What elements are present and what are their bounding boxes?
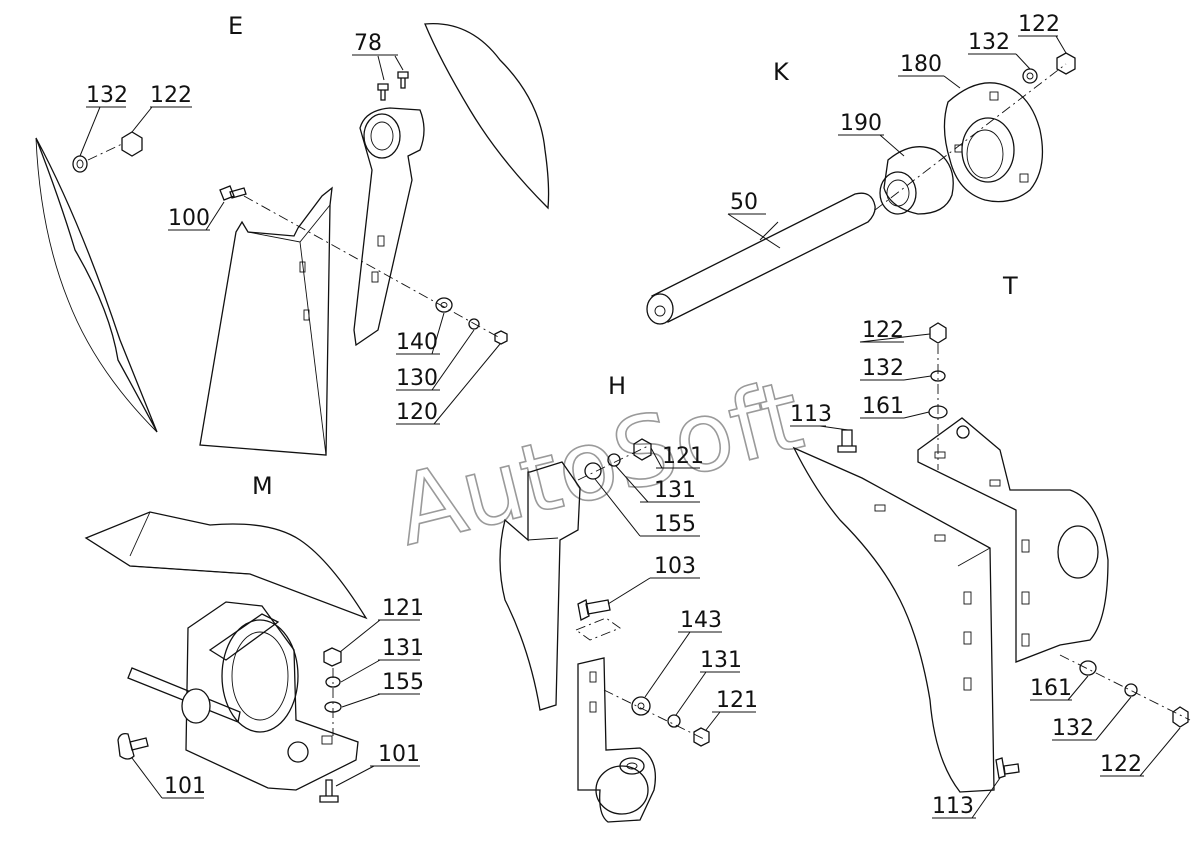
- callout-h-131-b: 131: [700, 648, 742, 673]
- section-e-label: E: [228, 12, 243, 40]
- flange-180: [943, 82, 1044, 203]
- shaft-50: [651, 192, 876, 323]
- callout-h-121-b: 121: [716, 688, 758, 713]
- callout-m-101-a: 101: [164, 774, 206, 799]
- callout-e-140: 140: [396, 330, 438, 355]
- bolt-113-bottom: [995, 757, 1020, 779]
- section-k: K 50 190 180 132 122: [646, 12, 1076, 325]
- callout-t-161-b: 161: [1030, 676, 1072, 701]
- mount-plate: [792, 446, 995, 793]
- callout-m-131: 131: [382, 636, 424, 661]
- callout-h-155: 155: [654, 512, 696, 537]
- section-k-label: K: [773, 58, 790, 86]
- nut-122: [121, 131, 143, 157]
- callout-k-132: 132: [968, 30, 1010, 55]
- washer-140: [435, 297, 453, 313]
- bearing-190: [883, 146, 954, 215]
- section-h-label: H: [608, 372, 626, 400]
- arm-bracket: [353, 107, 425, 347]
- callout-m-101-b: 101: [378, 742, 420, 767]
- nut-122-t-b: [1172, 706, 1189, 728]
- section-t-label: T: [1002, 272, 1018, 300]
- callout-h-121: 121: [662, 444, 704, 469]
- watermark: AutoSoft: [386, 359, 813, 567]
- callout-k-190: 190: [840, 111, 882, 136]
- callout-h-103: 103: [654, 554, 696, 579]
- nut-120: [494, 330, 508, 345]
- callout-e-130: 130: [396, 366, 438, 391]
- washer-132-t-b: [1124, 683, 1138, 697]
- washer-131-h-b: [667, 714, 681, 728]
- callout-h-131: 131: [654, 478, 696, 503]
- washer-155: [584, 462, 602, 480]
- callout-t-132-b: 132: [1052, 716, 1094, 741]
- l-bracket: [577, 657, 657, 823]
- wheel: [221, 619, 299, 733]
- vertical-plate: [499, 461, 581, 711]
- nut-121-h-b: [693, 727, 710, 747]
- callout-k-50: 50: [730, 190, 758, 215]
- washer-132: [72, 155, 88, 173]
- washer-132-k: [1022, 68, 1038, 84]
- callout-t-132: 132: [862, 356, 904, 381]
- trapezoid-plate: [199, 186, 333, 456]
- callout-k-122: 122: [1018, 12, 1060, 37]
- callout-t-122-b: 122: [1100, 752, 1142, 777]
- sheet-fragment-top: [424, 22, 550, 210]
- bolt-101-bottom: [319, 779, 339, 803]
- nut-122-t: [929, 322, 947, 344]
- nut-122-k: [1056, 52, 1076, 75]
- roller: [595, 765, 649, 815]
- section-e: E 132 122 78 100: [35, 12, 550, 456]
- upper-bracket: [917, 417, 1109, 663]
- sheet-fragment-m: [84, 511, 368, 620]
- bolt-103: [577, 599, 611, 621]
- callout-e-122: 122: [150, 83, 192, 108]
- section-h: H 121 131 155 103 143 131: [499, 372, 758, 823]
- callout-e-100: 100: [168, 206, 210, 231]
- section-t: T 122 132 161 113 161: [790, 272, 1191, 819]
- callout-e-120: 120: [396, 400, 438, 425]
- washer-143: [631, 696, 651, 716]
- callout-m-155: 155: [382, 670, 424, 695]
- nut-121-m: [323, 647, 342, 667]
- bolt-101-left: [117, 732, 149, 760]
- callout-t-113-b: 113: [932, 794, 974, 819]
- callout-e-132: 132: [86, 83, 128, 108]
- callout-t-161: 161: [862, 394, 904, 419]
- washer-130: [468, 318, 480, 330]
- sheet-fragment-left: [35, 137, 158, 433]
- callout-h-143: 143: [680, 608, 722, 633]
- callout-k-180: 180: [900, 52, 942, 77]
- callout-e-78: 78: [354, 31, 382, 56]
- section-m-label: M: [252, 472, 273, 500]
- washer-161-t-b: [1079, 660, 1097, 676]
- bolt-113-top: [837, 429, 857, 453]
- bolt-78-b: [397, 71, 409, 89]
- nut-121: [633, 438, 652, 461]
- bearing-housing: [185, 601, 359, 791]
- section-m: M 121 131 155 101 101: [84, 472, 424, 803]
- bolt-100: [219, 185, 247, 201]
- callout-t-122: 122: [862, 318, 904, 343]
- callout-t-113-a: 113: [790, 402, 832, 427]
- bolt-78-a: [377, 83, 389, 101]
- callout-m-121: 121: [382, 596, 424, 621]
